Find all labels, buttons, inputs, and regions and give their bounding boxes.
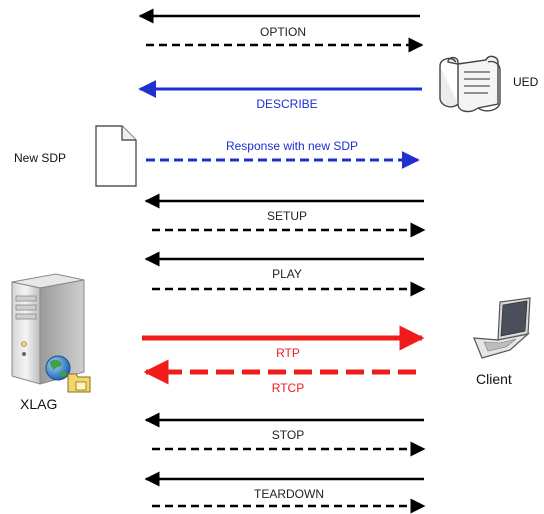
sdp-entity: New SDP (14, 125, 137, 187)
message-describe: DESCRIBE (138, 80, 422, 111)
document-icon (95, 125, 137, 187)
message-setup: SETUP (144, 193, 426, 238)
server-entity: XLAG (11, 273, 91, 412)
rtp-label: RTP (276, 346, 300, 360)
message-rtcp: RTCP (143, 359, 416, 395)
message-teardown: TEARDOWN (144, 471, 426, 514)
message-rtp: RTP (142, 325, 425, 360)
globe-icon (45, 355, 71, 381)
laptop-icon (473, 297, 531, 359)
client-label: Client (476, 371, 512, 387)
response-label: Response with new SDP (226, 139, 358, 153)
message-play: PLAY (144, 251, 426, 297)
ued-entity: UED (439, 55, 539, 113)
client-entity: Client (473, 297, 531, 387)
teardown-label: TEARDOWN (254, 487, 324, 501)
scroll-icon (439, 55, 501, 113)
message-option: OPTION (138, 8, 424, 53)
sdp-label: New SDP (14, 151, 66, 165)
setup-label: SETUP (267, 209, 307, 223)
folder-icon (67, 373, 91, 393)
rtcp-label: RTCP (272, 381, 304, 395)
stop-label: STOP (272, 428, 304, 442)
message-response-sdp: Response with new SDP (146, 139, 420, 169)
play-label: PLAY (272, 267, 302, 281)
server-label: XLAG (20, 396, 57, 412)
ued-label: UED (513, 75, 539, 89)
option-label: OPTION (260, 25, 306, 39)
describe-label: DESCRIBE (256, 97, 317, 111)
message-stop: STOP (144, 412, 426, 457)
